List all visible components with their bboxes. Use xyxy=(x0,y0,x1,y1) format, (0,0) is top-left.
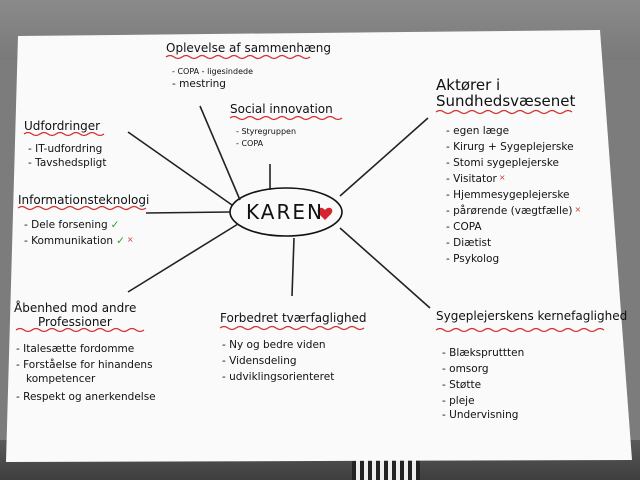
underline-kerne xyxy=(435,327,605,333)
item-kerne-5: - Undervisning xyxy=(442,409,519,421)
item-oplevelse-2: - mestring xyxy=(172,78,226,90)
item-aktoerer-4: - Visitator× xyxy=(446,173,506,185)
item-aktoerer-8: - Diætist xyxy=(446,237,492,249)
underline-tvaer xyxy=(219,325,365,331)
item-aktoerer-2: - Kirurg + Sygeplejerske xyxy=(446,141,574,153)
line-it xyxy=(145,211,231,214)
heading-kerne: Sygeplejerskens kernefaglighed xyxy=(436,309,628,323)
heading-aktoerer-line1: Aktører i xyxy=(436,76,501,94)
line-aabenhed xyxy=(127,223,239,293)
heading-aabenhed-line2: Professioner xyxy=(38,315,112,329)
shoe xyxy=(352,452,420,480)
item-aktoerer-7: - COPA xyxy=(446,221,482,233)
cross-icon: × xyxy=(498,173,506,182)
heading-it: Informationsteknologi xyxy=(18,193,150,207)
line-tvaer xyxy=(291,237,295,297)
heading-udfordringer: Udfordringer xyxy=(24,119,101,133)
line-aktoerer xyxy=(339,117,429,197)
check-icon: ✓ xyxy=(116,235,125,247)
item-tvaer-3: - udviklingsorienteret xyxy=(222,371,335,383)
item-aabenhed-1: - Italesætte fordomme xyxy=(16,343,135,355)
item-udfordringer-2: - Tavshedspligt xyxy=(28,157,107,169)
line-kerne xyxy=(339,227,431,309)
item-aabenhed-2: - Forståelse for hinandens xyxy=(16,359,153,371)
item-tvaer-2: - Vidensdeling xyxy=(222,355,297,367)
cross-icon: × xyxy=(574,205,582,214)
underline-social xyxy=(229,115,343,121)
heading-aktoerer-line2: Sundhedsvæsenet xyxy=(436,92,576,110)
item-aabenhed-4: - Respekt og anerkendelse xyxy=(16,391,156,403)
item-aktoerer-1: - egen læge xyxy=(446,125,510,137)
item-social-1: - Styregruppen xyxy=(236,127,297,136)
item-aktoerer-5: - Hjemmesygeplejerske xyxy=(446,189,570,201)
item-social-2: - COPA xyxy=(236,139,264,148)
item-aktoerer-3: - Stomi sygeplejerske xyxy=(446,157,560,169)
check-icon: ✓ xyxy=(110,219,120,231)
heading-social: Social innovation xyxy=(230,102,333,116)
item-kerne-1: - Blækspruttten xyxy=(442,347,525,359)
item-it-1: - Dele forsening✓ xyxy=(24,219,120,231)
item-aabenhed-3: kompetencer xyxy=(26,373,96,385)
heading-tvaer: Forbedret tværfaglighed xyxy=(220,311,367,325)
heading-aabenhed-line1: Åbenhed mod andre xyxy=(14,301,137,315)
line-oplevelse xyxy=(199,105,241,201)
center-label: KAREN xyxy=(246,200,324,224)
cross-icon: × xyxy=(126,235,134,244)
item-kerne-4: - pleje xyxy=(442,395,475,407)
item-oplevelse-1: - COPA - ligesindede xyxy=(172,67,253,76)
item-aktoerer-9: - Psykolog xyxy=(446,253,500,265)
item-it-2: - Kommunikation✓× xyxy=(24,235,134,247)
item-kerne-2: - omsorg xyxy=(442,363,489,375)
item-tvaer-1: - Ny og bedre viden xyxy=(222,339,326,351)
item-udfordringer-1: - IT-udfordring xyxy=(28,143,103,155)
underline-aktoerer xyxy=(435,109,573,115)
item-aktoerer-6: - pårørende (vægtfælle)× xyxy=(446,205,582,217)
table-surface xyxy=(0,440,640,480)
heading-oplevelse: Oplevelse af sammenhæng xyxy=(166,41,332,55)
item-kerne-3: - Støtte xyxy=(442,379,482,391)
